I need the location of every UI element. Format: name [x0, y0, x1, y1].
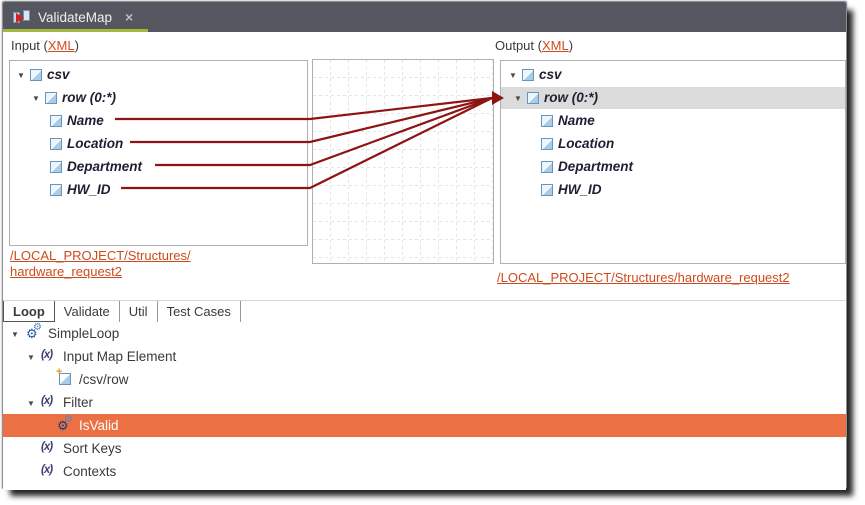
- loop-item-simpleloop[interactable]: ▼ ⚙⚙ SimpleLoop: [11, 322, 120, 341]
- xml-element-icon: [50, 138, 62, 150]
- tab-util[interactable]: Util: [120, 301, 158, 322]
- xml-element-icon: [50, 161, 62, 173]
- output-tree-item-hwid[interactable]: HW_ID: [501, 179, 845, 202]
- editor-tab-bar: ValidateMap ×: [3, 2, 846, 32]
- tab-title: ValidateMap: [38, 9, 113, 25]
- input-tree-item-department[interactable]: Department: [10, 156, 307, 179]
- validatemap-window: ValidateMap × Input (XML) Output (XML) ▼…: [2, 1, 847, 490]
- expander-icon[interactable]: ▼: [514, 94, 522, 103]
- xml-element-icon: [527, 92, 539, 104]
- tab-loop[interactable]: Loop: [3, 301, 55, 322]
- input-label: Input (: [11, 38, 48, 53]
- gears-icon: ⚙⚙: [57, 414, 73, 433]
- mapper-content: Input (XML) Output (XML) ▼ csv ▼ row (0:…: [3, 32, 846, 490]
- tab-validate[interactable]: Validate: [55, 301, 120, 322]
- expander-icon[interactable]: ▼: [27, 353, 35, 362]
- output-tree-item-name[interactable]: Name: [501, 110, 845, 133]
- xml-element-plus-icon: +: [56, 366, 71, 385]
- function-icon: (x): [41, 349, 53, 361]
- selected-row-highlight: [501, 87, 845, 109]
- input-resource-link[interactable]: /LOCAL_PROJECT/Structures/ hardware_requ…: [10, 248, 191, 279]
- expander-icon[interactable]: ▼: [32, 94, 40, 103]
- output-tree-item-department[interactable]: Department: [501, 156, 845, 179]
- loop-item-csv-row[interactable]: + /csv/row: [56, 366, 129, 387]
- input-panel-header: Input (XML): [11, 38, 79, 53]
- output-panel-header: Output (XML): [495, 38, 574, 53]
- output-label: Output (: [495, 38, 542, 53]
- output-tree-panel: ▼ csv ▼ row (0:*) Name Location Departme…: [500, 60, 846, 264]
- expander-icon[interactable]: ▼: [509, 71, 517, 80]
- input-tree-item-hwid[interactable]: HW_ID: [10, 179, 307, 202]
- loop-item-input-map-element[interactable]: ▼ (x) Input Map Element: [27, 349, 177, 364]
- mapping-canvas[interactable]: [312, 59, 494, 264]
- output-xml-link[interactable]: XML: [541, 38, 569, 53]
- input-tree-panel: ▼ csv ▼ row (0:*) Name Location Departme…: [9, 60, 308, 246]
- xml-element-icon: [45, 92, 57, 104]
- function-icon: (x): [41, 464, 53, 476]
- input-tree-item-csv[interactable]: ▼ csv: [17, 67, 70, 82]
- tab-test-cases[interactable]: Test Cases: [158, 301, 241, 322]
- output-tree-item-location[interactable]: Location: [501, 133, 845, 156]
- tab-validatemap[interactable]: ValidateMap ×: [3, 2, 148, 32]
- loop-tree: ▼ ⚙⚙ SimpleLoop ▼ (x) Input Map Element …: [3, 322, 846, 483]
- xml-element-icon: [541, 184, 553, 196]
- xml-element-icon: [522, 69, 534, 81]
- output-resource-link[interactable]: /LOCAL_PROJECT/Structures/hardware_reque…: [497, 270, 790, 285]
- input-tree-item-row[interactable]: ▼ row (0:*): [32, 90, 116, 105]
- input-tree-item-name[interactable]: Name: [10, 110, 307, 133]
- loop-item-sort-keys[interactable]: (x) Sort Keys: [41, 441, 122, 456]
- output-tree-item-row[interactable]: ▼ row (0:*): [514, 90, 598, 105]
- map-document-icon: [13, 9, 30, 25]
- expander-icon[interactable]: ▼: [27, 399, 35, 408]
- xml-element-icon: [541, 115, 553, 127]
- grid-pattern: [313, 60, 493, 263]
- loop-item-contexts[interactable]: (x) Contexts: [41, 464, 117, 479]
- xml-element-icon: [30, 69, 42, 81]
- gears-icon: ⚙⚙: [26, 322, 42, 341]
- xml-element-icon: [50, 184, 62, 196]
- function-tab-strip: Loop Validate Util Test Cases: [3, 300, 846, 322]
- function-icon: (x): [41, 395, 53, 407]
- function-icon: (x): [41, 441, 53, 453]
- loop-item-isvalid[interactable]: ⚙⚙ IsValid: [3, 414, 846, 437]
- expander-icon[interactable]: ▼: [11, 330, 19, 339]
- expander-icon[interactable]: ▼: [17, 71, 25, 80]
- input-xml-link[interactable]: XML: [47, 38, 75, 53]
- output-tree-item-csv[interactable]: ▼ csv: [509, 67, 562, 82]
- xml-element-icon: [50, 115, 62, 127]
- active-tab-underline: [3, 29, 148, 32]
- close-icon[interactable]: ×: [125, 9, 134, 25]
- loop-item-filter[interactable]: ▼ (x) Filter: [27, 395, 93, 410]
- input-tree-item-location[interactable]: Location: [10, 133, 307, 156]
- xml-element-icon: [541, 138, 553, 150]
- xml-element-icon: [541, 161, 553, 173]
